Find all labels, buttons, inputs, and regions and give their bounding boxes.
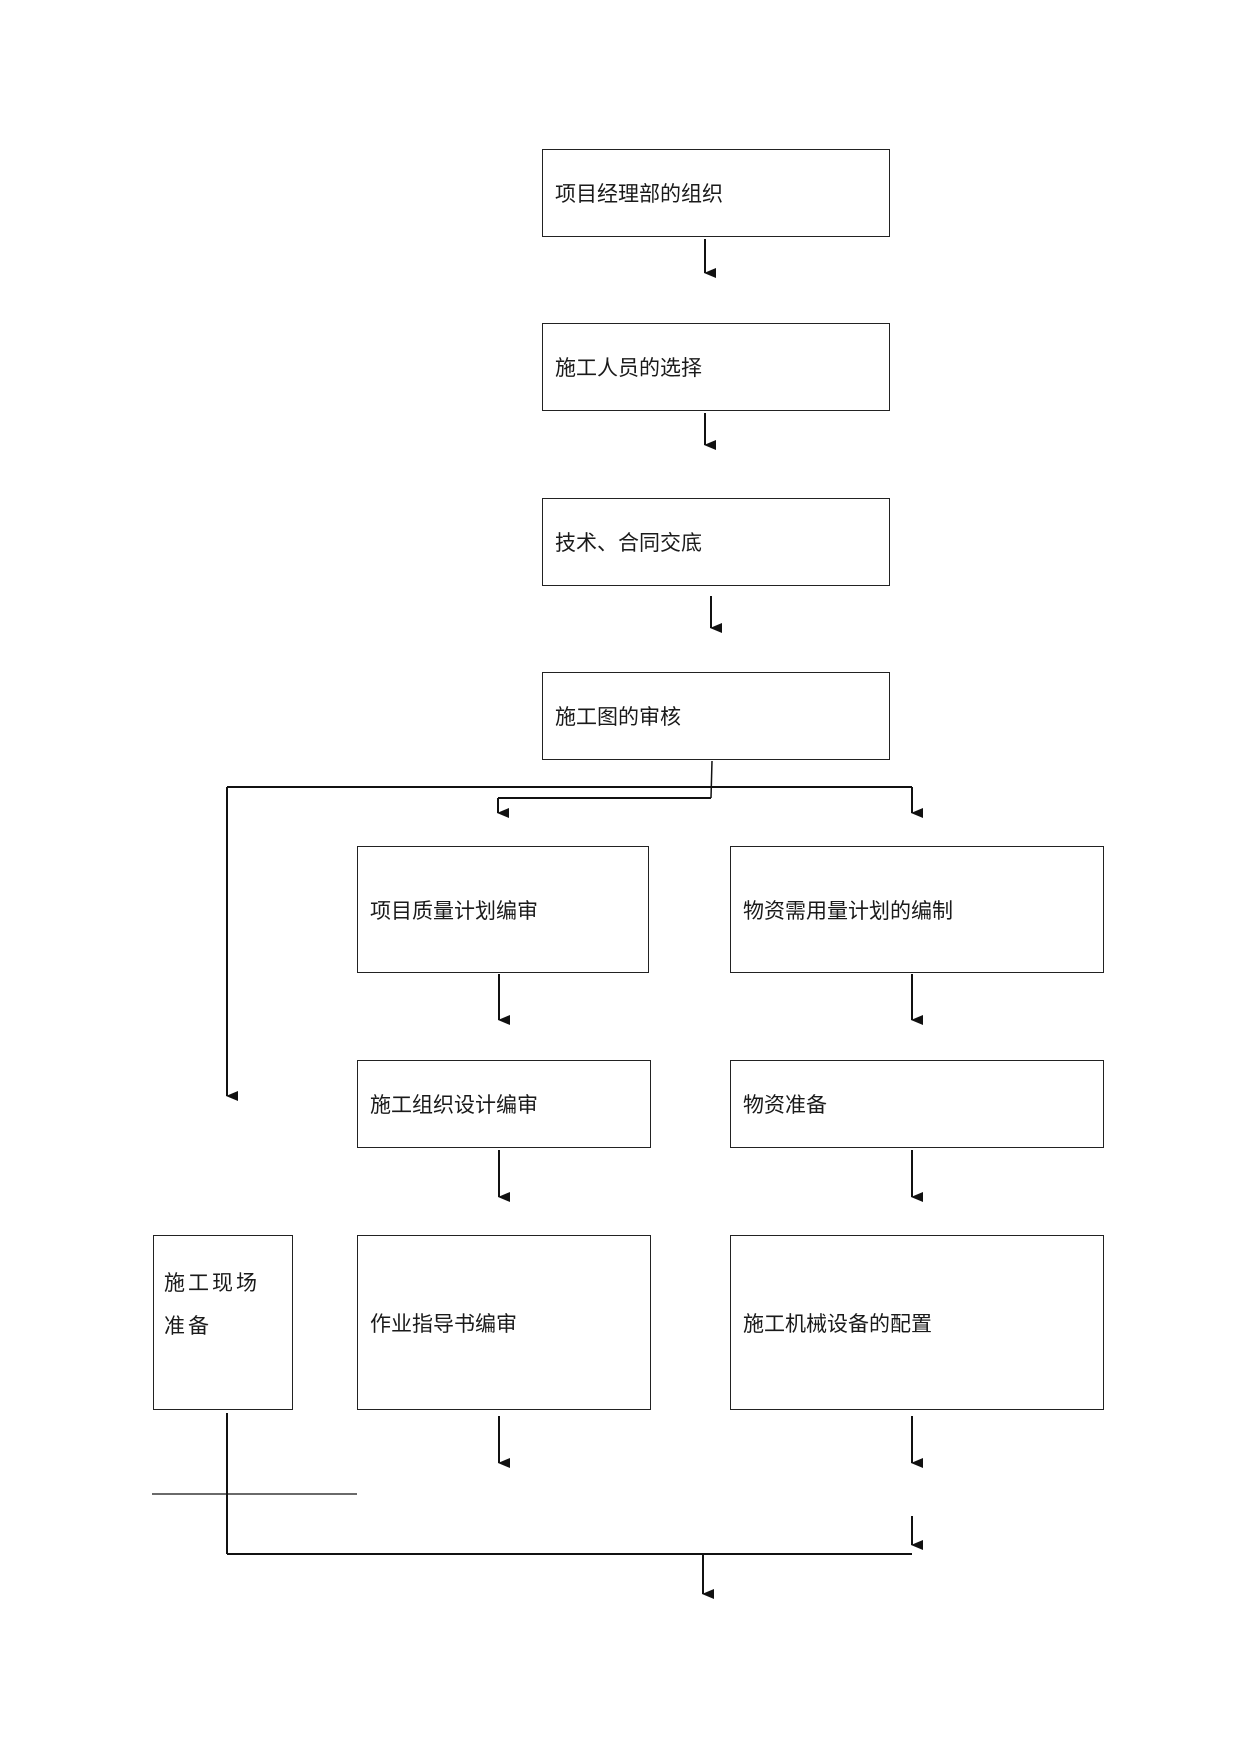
- node-material-demand-plan: 物资需用量计划的编制: [730, 846, 1104, 973]
- node-material-preparation: 物资准备: [730, 1060, 1104, 1148]
- node-technical-contract-briefing: 技术、合同交底: [542, 498, 890, 586]
- node-machinery-allocation: 施工机械设备的配置: [730, 1235, 1104, 1410]
- node-quality-plan-review: 项目质量计划编审: [357, 846, 649, 973]
- node-site-preparation: 施工现场准备: [153, 1235, 293, 1410]
- node-work-instruction-review: 作业指导书编审: [357, 1235, 651, 1410]
- connector-n4-stub: [710, 760, 713, 799]
- node-project-dept-organization: 项目经理部的组织: [542, 149, 890, 237]
- node-staff-selection: 施工人员的选择: [542, 323, 890, 411]
- node-construction-org-design-review: 施工组织设计编审: [357, 1060, 651, 1148]
- node-drawing-review: 施工图的审核: [542, 672, 890, 760]
